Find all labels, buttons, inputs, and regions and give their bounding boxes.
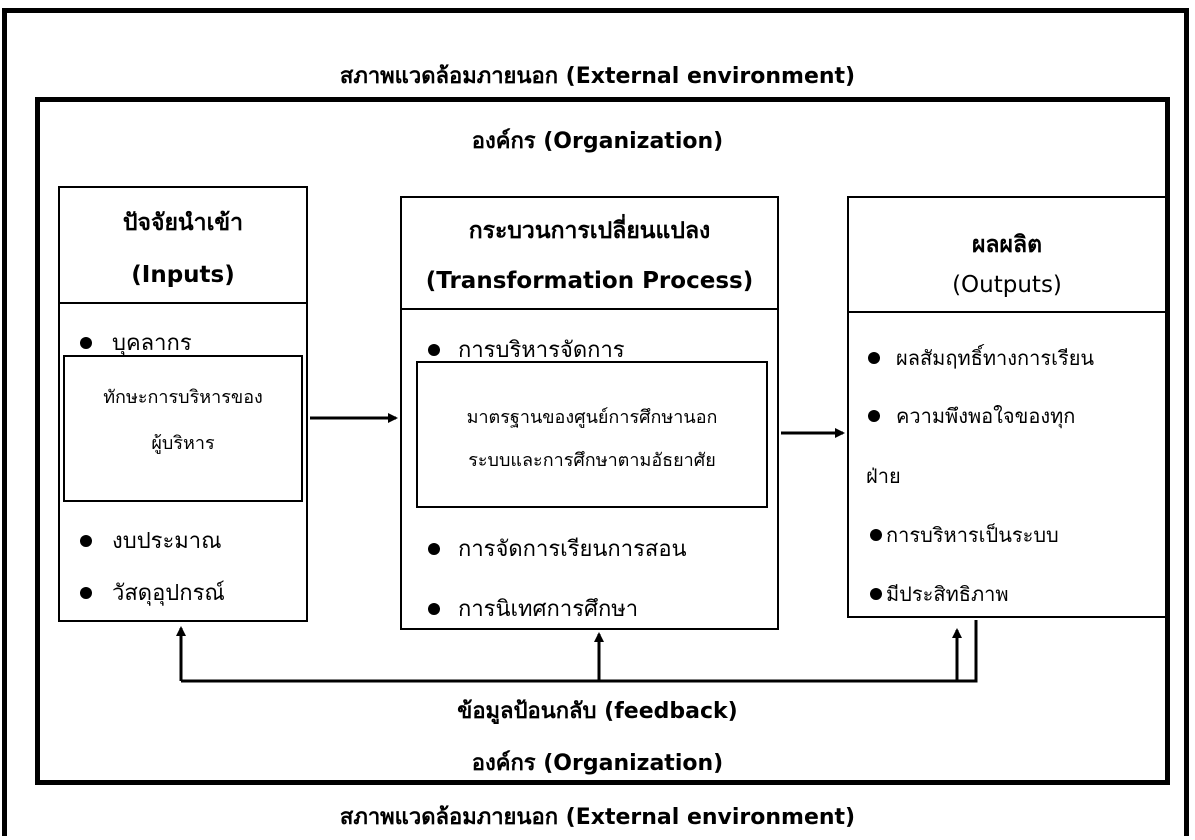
bullet-icon: [868, 352, 880, 364]
inputs-box: [58, 186, 308, 622]
inputs-title-th: ปัจจัยนำเข้า: [122, 210, 244, 236]
process-inner-line-1: มาตรฐานของศูนย์การศึกษานอก: [466, 407, 718, 428]
bullet-icon: [80, 535, 92, 547]
process-box: [400, 196, 779, 630]
bullet-icon: [428, 543, 440, 555]
inputs-inner-line-1: ทักษะการบริหารของ: [103, 387, 263, 408]
organization-label-bottom: องค์กร (Organization): [471, 751, 724, 776]
bullet-icon: [80, 337, 92, 349]
external-environment-label-top: สภาพแวดล้อมภายนอก (External environment): [339, 64, 856, 89]
process-title-en: (Transformation Process): [425, 268, 754, 294]
external-environment-label-bottom: สภาพแวดล้อมภายนอก (External environment): [339, 805, 856, 830]
process-inner-line-2: ระบบและการศึกษาตามอัธยาศัย: [468, 450, 716, 471]
bullet-icon: [80, 587, 92, 599]
inputs-title-en: (Inputs): [131, 262, 235, 288]
feedback-label: ข้อมูลป้อนกลับ (feedback): [457, 699, 738, 724]
bullet-icon: [870, 588, 882, 600]
process-divider: [400, 308, 779, 310]
outputs-title-th: ผลผลิต: [971, 232, 1043, 258]
bullet-icon: [870, 529, 882, 541]
inputs-inner-line-2: ผู้บริหาร: [151, 433, 215, 454]
inputs-inner-box: [63, 355, 303, 502]
organization-label-top: องค์กร (Organization): [471, 129, 724, 154]
feedback-loop-line: [181, 620, 978, 683]
outputs-divider: [847, 311, 1167, 313]
bullet-icon: [428, 603, 440, 615]
inputs-divider: [58, 302, 308, 304]
bullet-icon: [868, 410, 880, 422]
outputs-item-satisfaction-cont: ฝ่าย: [866, 464, 901, 488]
outputs-box: [847, 196, 1167, 618]
outputs-title-en: (Outputs): [952, 272, 1062, 298]
process-inner-box: [416, 361, 768, 508]
external-environment-frame: [2, 8, 1189, 836]
organization-frame: [35, 97, 1170, 785]
process-title-th: กระบวนการเปลี่ยนแปลง: [468, 218, 711, 244]
bullet-icon: [428, 344, 440, 356]
